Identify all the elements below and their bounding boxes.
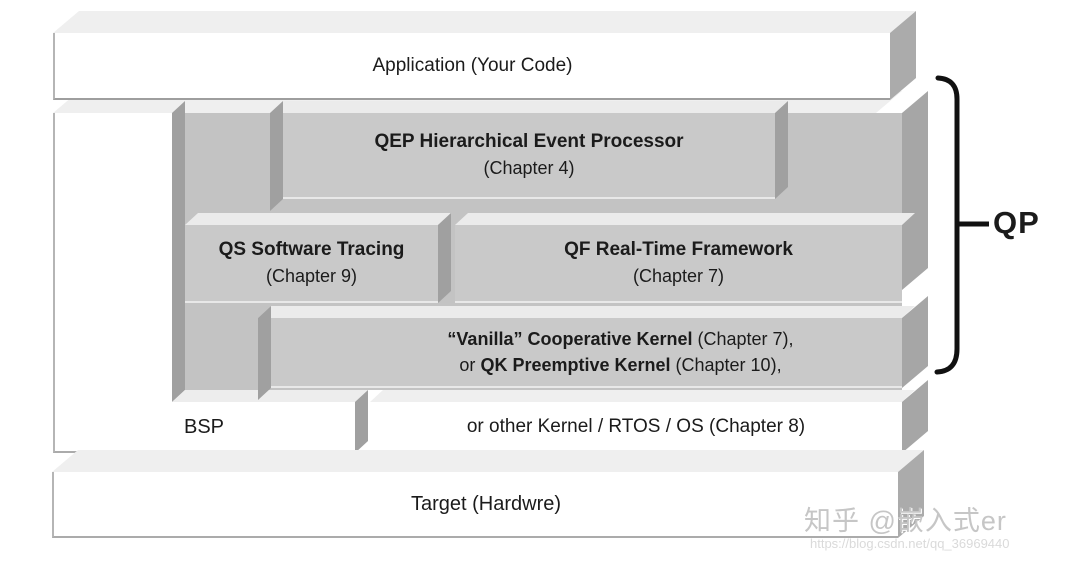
qp-panel-floor — [172, 390, 368, 402]
bsp-label-area: BSP — [53, 407, 355, 447]
qp-brace-icon — [934, 75, 989, 375]
qep-title: QEP Hierarchical Event Processor — [374, 131, 684, 152]
watermark-url: https://blog.csdn.net/qq_36969440 — [810, 536, 1010, 551]
kernel-line2-prefix: or — [459, 355, 481, 375]
qf-subtitle: (Chapter 7) — [632, 266, 725, 286]
qf-block: QF Real-Time Framework (Chapter 7) — [455, 225, 902, 303]
qs-subtitle: (Chapter 9) — [265, 266, 358, 286]
qs-block-top-face — [185, 213, 451, 225]
target-label: Target (Hardwre) — [410, 492, 562, 515]
qep-block-right-face — [775, 100, 788, 199]
kernel-block-left-face — [258, 305, 271, 400]
qp-panel-left-wall — [172, 100, 185, 402]
qep-subtitle: (Chapter 4) — [483, 158, 575, 178]
target-slab-top-face — [52, 450, 924, 472]
kernel-block-top-face — [258, 306, 916, 318]
qf-block-top-face — [455, 213, 915, 225]
kernel-line1: “Vanilla” Cooperative Kernel (Chapter 7)… — [447, 326, 793, 352]
application-slab-top-face — [53, 11, 916, 33]
kernel-line1-rest: (Chapter 7), — [692, 329, 794, 349]
other-kernel-top-face — [370, 390, 916, 402]
qep-block: QEP Hierarchical Event Processor (Chapte… — [283, 113, 775, 199]
application-label: Application (Your Code) — [372, 54, 573, 76]
other-kernel-block: or other Kernel / RTOS / OS (Chapter 8) — [370, 402, 902, 453]
qf-title: QF Real-Time Framework — [564, 239, 793, 260]
kernel-block: “Vanilla” Cooperative Kernel (Chapter 7)… — [271, 318, 902, 388]
target-layer: Target (Hardwre) — [52, 472, 898, 538]
qep-block-left-face — [270, 100, 283, 211]
kernel-line2-rest: (Chapter 10), — [670, 355, 782, 375]
other-kernel-label: or other Kernel / RTOS / OS (Chapter 8) — [466, 415, 806, 437]
qs-block: QS Software Tracing (Chapter 9) — [185, 225, 438, 303]
kernel-line2-bold: QK Preemptive Kernel — [480, 355, 671, 375]
bsp-label: BSP — [183, 415, 225, 438]
qs-title: QS Software Tracing — [218, 239, 405, 260]
watermark-text: 知乎 @嵌入式er — [804, 506, 1007, 536]
kernel-line1-bold: “Vanilla” Cooperative Kernel — [447, 329, 693, 349]
qs-block-right-face — [438, 212, 451, 303]
kernel-line2: or QK Preemptive Kernel (Chapter 10), — [459, 352, 781, 378]
application-layer: Application (Your Code) — [53, 33, 890, 100]
qep-block-top-face — [270, 101, 789, 113]
qp-label: QP — [993, 205, 1040, 240]
